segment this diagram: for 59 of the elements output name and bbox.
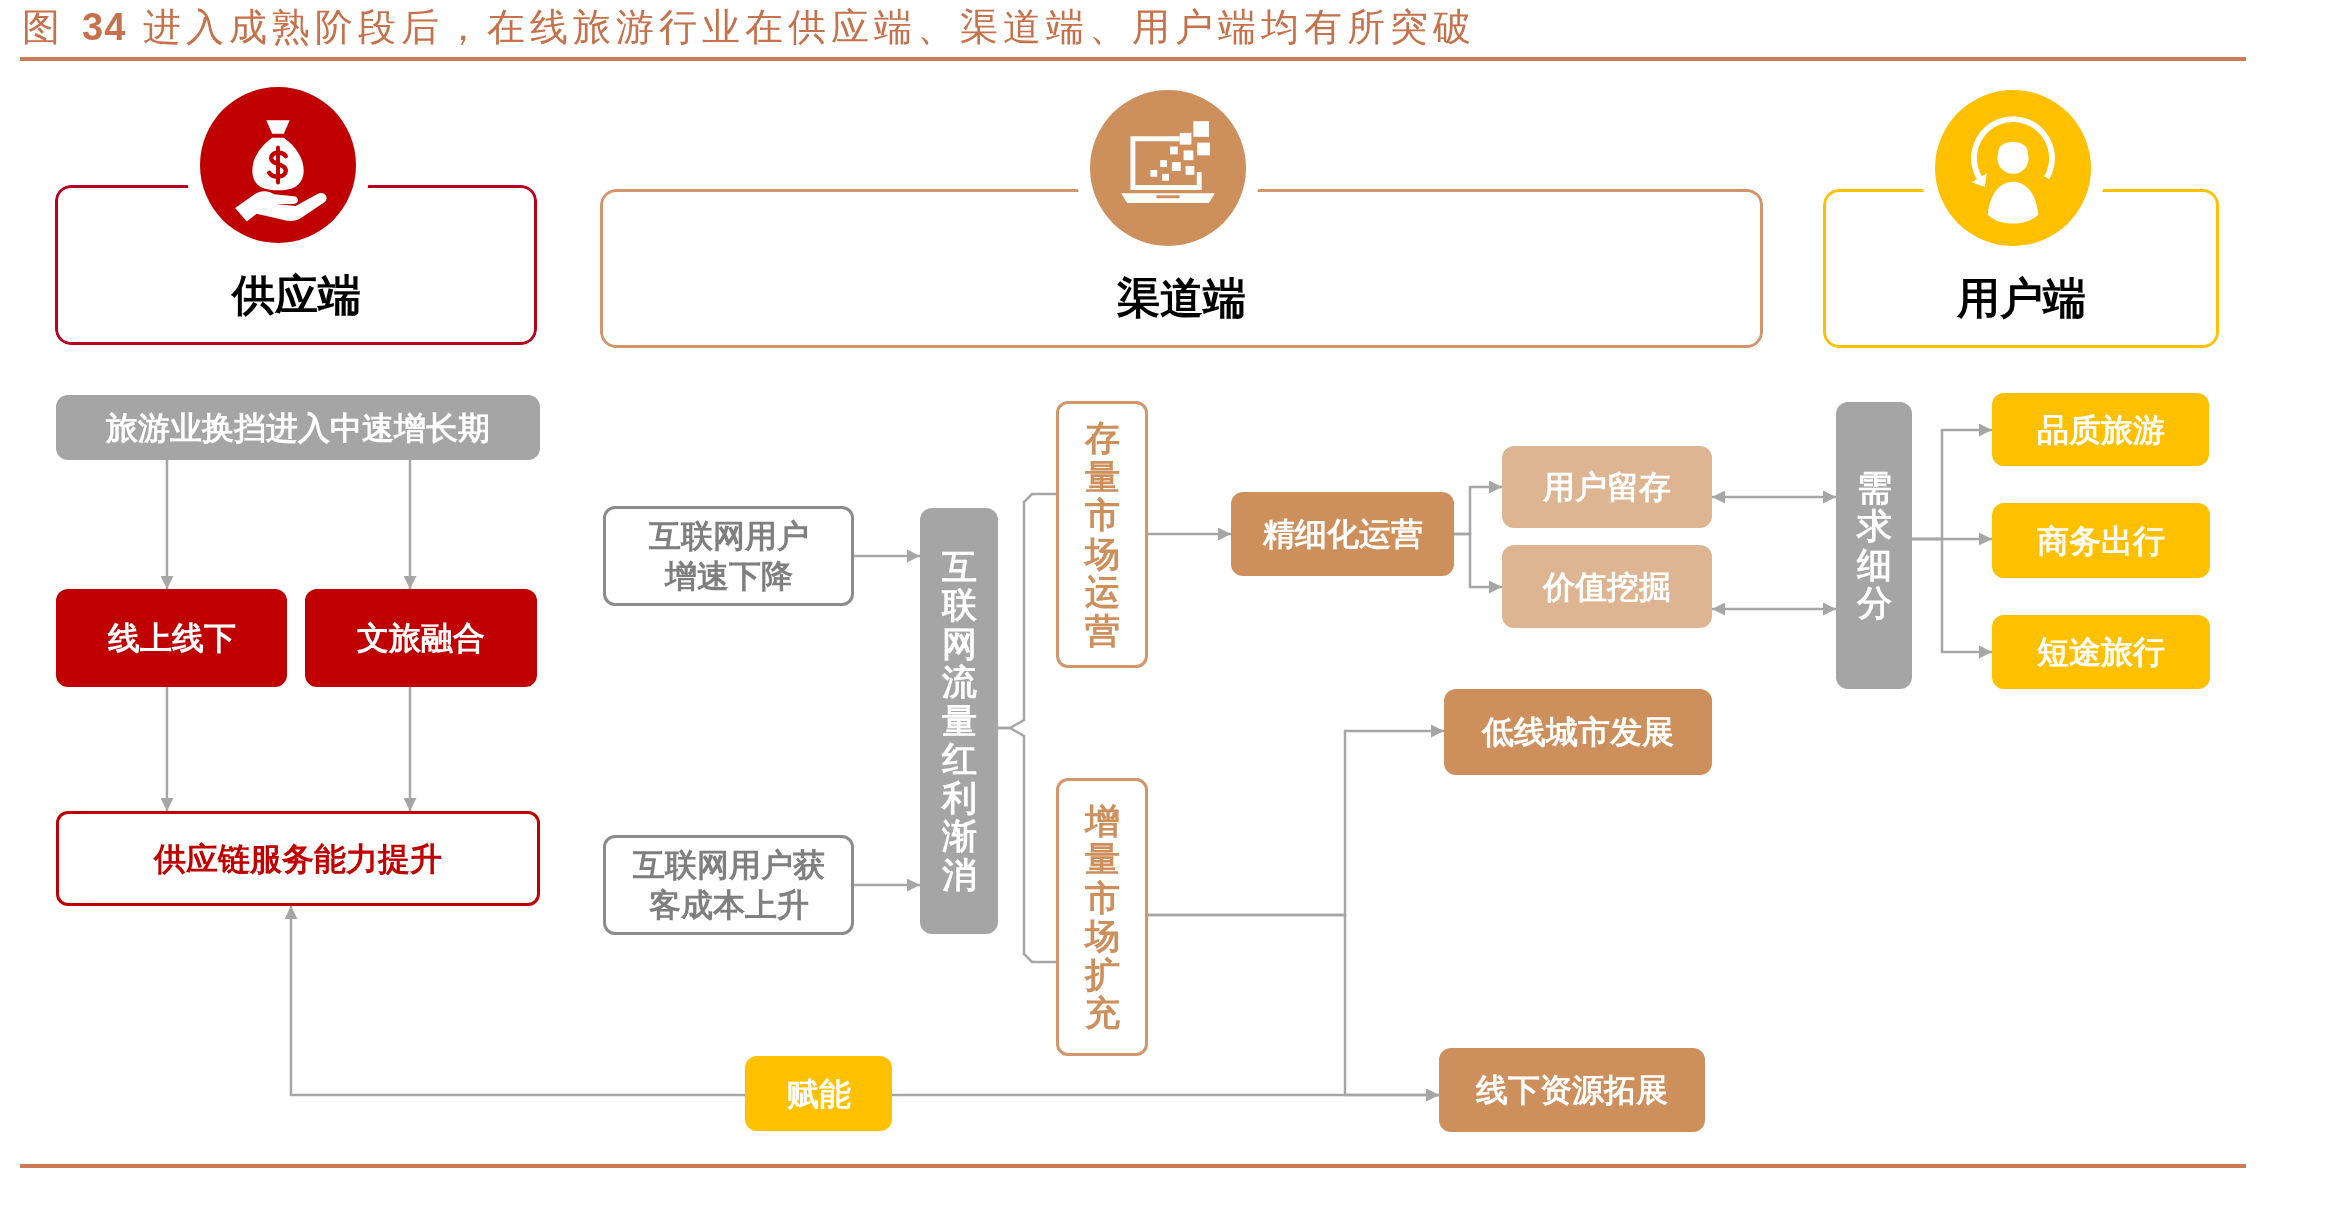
process-label: 价值挖掘 <box>1543 566 1671 607</box>
arrow <box>284 906 745 1097</box>
process-label: 商务出行 <box>2037 520 2165 561</box>
figure-title: 图 34 进入成熟阶段后，在线旅游行业在供应端、渠道端、用户端均有所突破 <box>22 4 1477 50</box>
process-box <box>1992 393 2209 466</box>
process-box <box>1231 492 1454 576</box>
category-card <box>55 185 537 345</box>
process-label: 品质旅游 <box>2036 409 2165 450</box>
process-box <box>56 589 287 687</box>
arrow <box>854 549 920 563</box>
arrow <box>1148 527 1231 541</box>
double-arrow <box>1712 490 1836 504</box>
process-label: 用户留存 <box>1543 467 1671 507</box>
vertical-process-box <box>1836 402 1912 689</box>
arrow <box>160 460 174 589</box>
arrow <box>403 460 417 589</box>
card-title: 渠道端 <box>1117 272 1246 325</box>
connector-line <box>998 726 1056 964</box>
process-label: 互联网用户获客成本上升 <box>631 845 826 925</box>
category-card <box>600 189 1763 348</box>
arrow <box>1912 537 1992 659</box>
arrow <box>403 687 417 811</box>
process-label: 存量市场运营 <box>1084 419 1120 650</box>
card-title: 用户端 <box>1956 272 2086 325</box>
process-label: 供应链服务能力提升 <box>154 838 442 879</box>
process-label: 需求细分 <box>1856 468 1892 623</box>
vertical-process-box <box>1056 778 1148 1056</box>
double-arrow <box>1712 602 1836 616</box>
process-label: 线上线下 <box>107 618 236 658</box>
process-label: 短途旅行 <box>2037 632 2165 672</box>
process-box <box>603 506 854 606</box>
process-label: 增量市场扩充 <box>1084 801 1120 1033</box>
process-box <box>745 1056 892 1131</box>
process-box <box>1502 545 1712 628</box>
arrow <box>160 687 174 811</box>
arrow <box>892 1088 1439 1102</box>
process-box <box>305 589 537 687</box>
process-label: 旅游业换挡进入中速增长期 <box>106 407 490 448</box>
process-label: 互联网流量红利渐消 <box>941 547 977 895</box>
process-box <box>56 811 540 906</box>
process-box <box>1502 446 1712 528</box>
process-box <box>1444 689 1712 775</box>
process-label: 低线城市发展 <box>1482 712 1674 752</box>
process-box <box>1439 1048 1705 1132</box>
process-box <box>56 395 540 460</box>
category-card <box>1823 189 2219 348</box>
arrow <box>854 878 920 892</box>
card-title: 供应端 <box>231 269 361 322</box>
process-label: 线下资源拓展 <box>1476 1070 1668 1110</box>
process-label: 精细化运营 <box>1262 514 1423 554</box>
arrow <box>1454 532 1502 594</box>
process-box <box>1992 615 2210 689</box>
process-box <box>1992 503 2210 578</box>
process-label: 赋能 <box>786 1073 851 1114</box>
vertical-process-box <box>1056 401 1148 668</box>
process-label: 互联网用户增速下降 <box>647 516 810 596</box>
process-box <box>603 835 854 935</box>
vertical-process-box <box>920 508 998 934</box>
process-label: 文旅融合 <box>357 618 485 658</box>
